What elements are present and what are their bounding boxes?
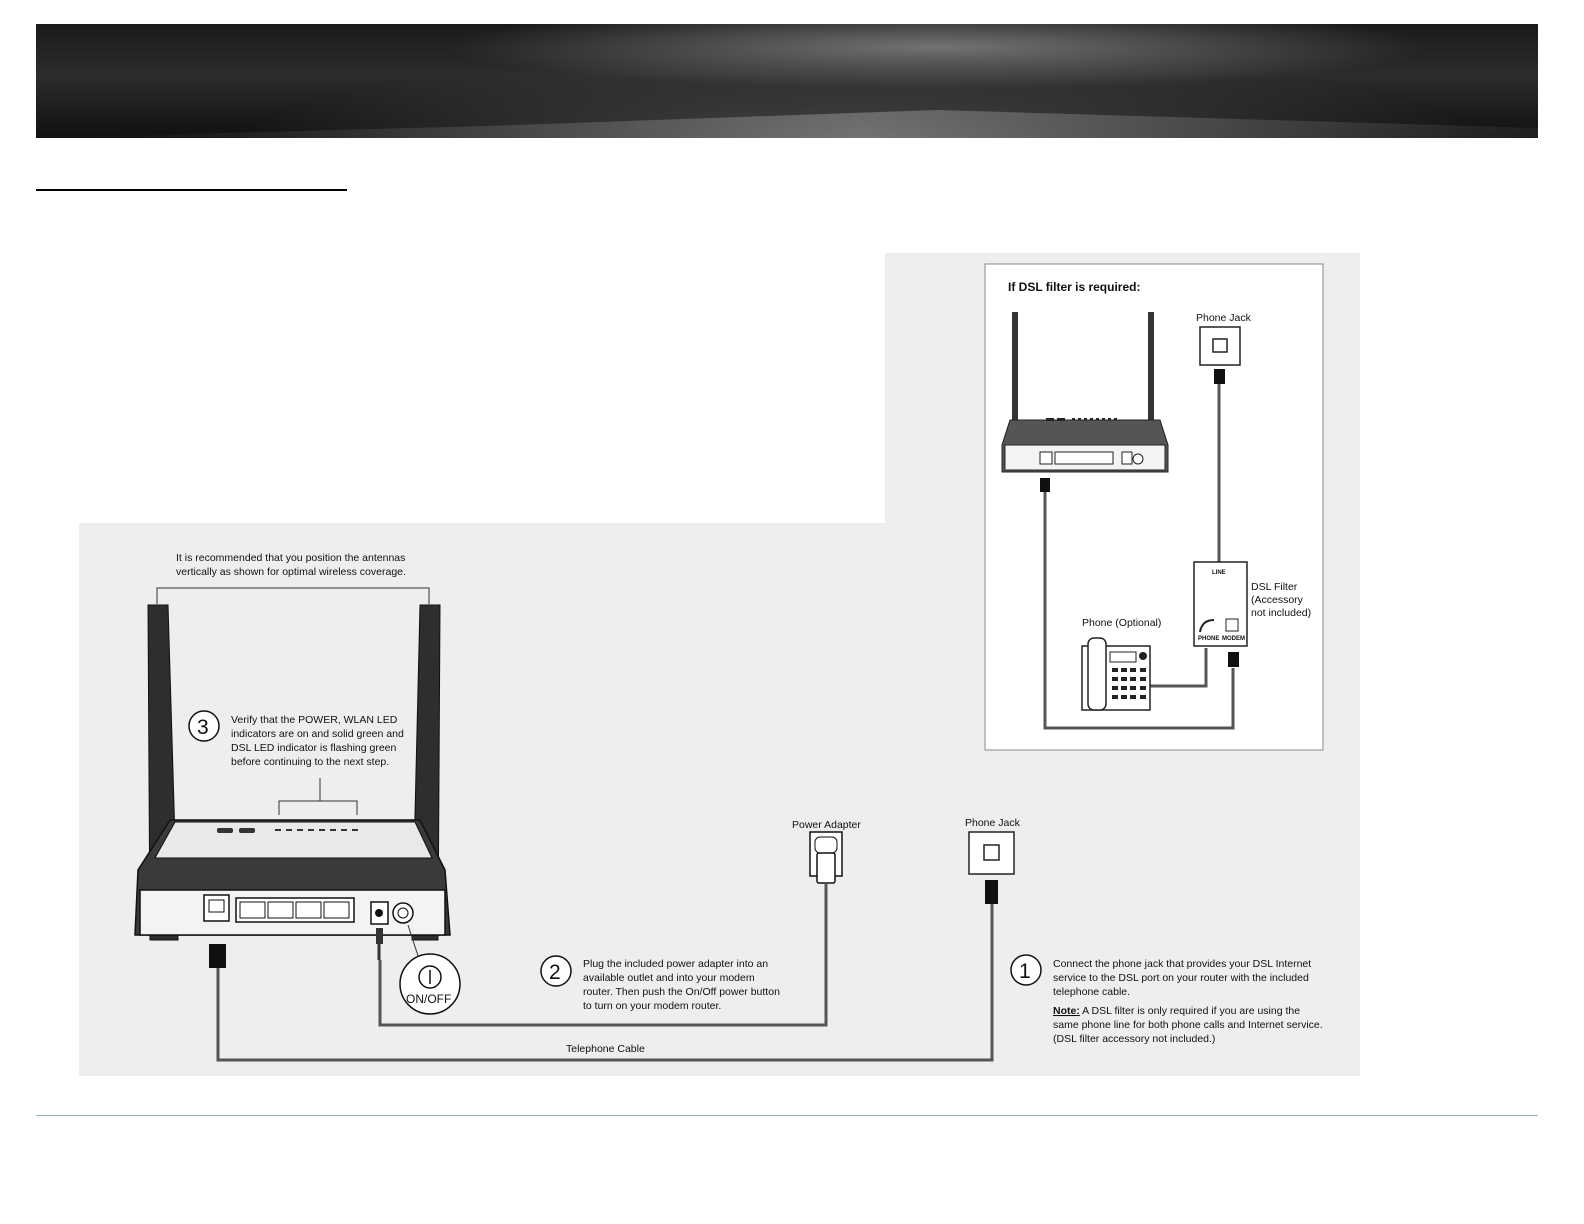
step2-circle	[540, 955, 572, 987]
router-power-plug	[376, 928, 383, 944]
step2-text-3: router. Then push the On/Off power butto…	[583, 986, 780, 998]
inset-router-plug	[1040, 478, 1050, 492]
led-indicator-bracket	[278, 800, 358, 815]
dsl-filter-phone-port-label: PHONE	[1198, 636, 1219, 642]
heading-underline	[36, 189, 347, 191]
inset-phone-jack-label: Phone Jack	[1196, 312, 1252, 324]
step1-number: 1	[1019, 960, 1031, 983]
phone-optional-label: Phone (Optional)	[1082, 617, 1161, 629]
step3-number: 3	[197, 716, 209, 739]
note-label: Note:	[1053, 1005, 1080, 1017]
dsl-filter-label-1: DSL Filter	[1251, 581, 1298, 593]
dsl-filter-label-2: (Accessory	[1251, 594, 1304, 606]
telephone-cable	[216, 904, 994, 1062]
step1-note-line-3: (DSL filter accessory not included.)	[1053, 1033, 1215, 1045]
footer-rule	[36, 1115, 1538, 1116]
step3-text-2: indicators are on and solid green and	[231, 728, 404, 740]
note-text-1: A DSL filter is only required if you are…	[1080, 1005, 1300, 1017]
step1-text-2: service to the DSL port on your router w…	[1053, 972, 1309, 984]
step1-note-line-1: Note: A DSL filter is only required if y…	[1053, 1005, 1300, 1017]
dsl-filter-plug	[1228, 652, 1239, 667]
dsl-filter-modem-port	[1225, 618, 1239, 632]
step1-circle	[1010, 954, 1042, 986]
step3-text-1: Verify that the POWER, WLAN LED	[231, 714, 398, 726]
inset-phone-cable	[1150, 648, 1208, 688]
step1-text-1: Connect the phone jack that provides you…	[1053, 958, 1311, 970]
inset-modem-cable	[1043, 492, 1235, 730]
antenna-note-line-2: vertically as shown for optimal wireless…	[176, 566, 406, 578]
antenna-note-line-1: It is recommended that you position the …	[176, 552, 405, 564]
dsl-filter-modem-port-label: MODEM	[1222, 636, 1245, 642]
power-adapter	[816, 852, 836, 884]
dsl-filter-label-3: not included)	[1251, 607, 1311, 619]
telephone-icon	[1081, 637, 1151, 711]
step1-note-line-2: same phone line for both phone calls and…	[1053, 1019, 1323, 1031]
power-adapter-label: Power Adapter	[792, 819, 861, 831]
step2-text-2: available outlet and into your modem	[583, 972, 755, 984]
inset-router	[1001, 312, 1169, 473]
inset-title: If DSL filter is required:	[1008, 280, 1140, 294]
header-banner	[36, 24, 1538, 138]
power-cable	[378, 883, 828, 1027]
on-off-label: ON/OFF	[406, 992, 451, 1006]
diagram-blank-area	[79, 253, 885, 523]
antenna-note-bracket	[156, 587, 430, 604]
main-phone-jack-label: Phone Jack	[965, 817, 1021, 829]
step2-text-4: to turn on your modem router.	[583, 1000, 721, 1012]
main-jack-plug	[985, 880, 998, 904]
main-phone-jack-port	[983, 844, 1000, 861]
inset-phone-jack-port	[1212, 338, 1228, 353]
step3-text-3: DSL LED indicator is flashing green	[231, 742, 397, 754]
step3-text-4: before continuing to the next step.	[231, 756, 389, 768]
telephone-cable-label: Telephone Cable	[566, 1043, 645, 1055]
dsl-filter	[1193, 561, 1248, 647]
dsl-filter-line-label: LINE	[1212, 570, 1226, 576]
power-outlet-face	[814, 836, 838, 854]
inset-jack-plug	[1214, 369, 1225, 384]
router-dsl-plug	[209, 944, 226, 968]
main-router	[134, 604, 451, 941]
step3-circle	[188, 710, 220, 742]
step1-text-3: telephone cable.	[1053, 986, 1130, 998]
step2-text-1: Plug the included power adapter into an	[583, 958, 768, 970]
step2-number: 2	[549, 961, 561, 984]
handset-icon	[1199, 619, 1215, 633]
